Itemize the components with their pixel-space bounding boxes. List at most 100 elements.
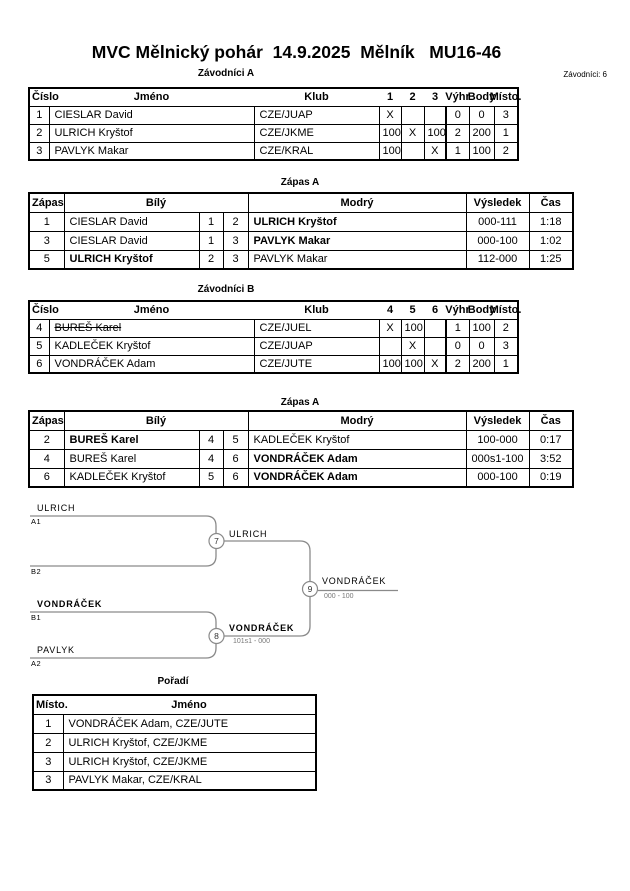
cell-blue-no: 6	[222, 448, 249, 469]
cell-number: 5	[28, 336, 50, 356]
section-title-standings: Pořadí	[157, 676, 189, 687]
cell-place: 1	[493, 354, 519, 374]
header-row: Zápas Bílý Modrý Výsledek Čas	[28, 410, 574, 431]
elimination-bracket: 7 8 9	[30, 515, 398, 659]
col-header-club: Klub	[304, 304, 329, 317]
bracket-line-winner8	[224, 597, 311, 637]
cell-wins: 1	[445, 141, 470, 161]
cell-number: 2	[28, 123, 50, 143]
cell-vs2	[400, 105, 425, 125]
cell-match-no: 1	[28, 211, 65, 232]
cell-result: 100-000	[465, 429, 530, 450]
cell-club: CZE/JKME	[253, 123, 380, 143]
cell-vs1: 100	[378, 123, 402, 143]
header-row: Místo. Jméno	[33, 695, 316, 714]
table-row: 6 KADLEČEK Kryštof 5 6 VONDRÁČEK Adam 00…	[28, 467, 574, 488]
cell-match-no: 6	[28, 467, 65, 488]
cell-blue-name: VONDRÁČEK Adam	[247, 467, 467, 488]
col-header-vs4: 4	[386, 304, 394, 317]
cell-vs6	[423, 336, 447, 356]
cell-time: 1:02	[528, 230, 574, 251]
table-row: 2 BUREŠ Karel 4 5 KADLEČEK Kryštof 100-0…	[28, 429, 574, 450]
header-row: Zápas Bílý Modrý Výsledek Čas	[28, 192, 574, 213]
col-header-result: Výsledek	[465, 410, 530, 431]
col-header-vs6: 6	[431, 304, 439, 317]
bracket-seed-b1-code: B1	[31, 613, 42, 622]
bracket-score-9: 000 - 100	[324, 593, 354, 600]
col-header-time: Čas	[528, 192, 574, 213]
cell-vs3	[423, 105, 447, 125]
cell-result: 000-100	[465, 230, 530, 251]
bracket-winner-8: VONDRÁČEK	[229, 623, 295, 633]
col-header-match: Zápas	[28, 192, 65, 213]
table-group-a: Číslo Jméno Klub 1 2 3 Výhr Body Místo. …	[28, 87, 521, 161]
bracket-winner-9: VONDRÁČEK	[322, 576, 387, 586]
cell-blue-no: 5	[222, 429, 249, 450]
cell-vs3: 100	[423, 123, 447, 143]
cell-name: PAVLYK Makar, CZE/KRAL	[62, 770, 317, 791]
cell-blue-no: 3	[222, 230, 249, 251]
cell-white-name: BUREŠ Karel	[63, 429, 200, 450]
cell-place: 1	[32, 713, 64, 734]
table-row: 4 BUREŠ Karel CZE/JUEL X 100 1 100 2	[28, 318, 519, 338]
col-header-white: Bílý	[63, 192, 249, 213]
match-circle-8	[208, 627, 225, 645]
table-row: 3 CIESLAR David 1 3 PAVLYK Makar 000-100…	[28, 230, 574, 251]
cell-white-name: BUREŠ Karel	[63, 448, 200, 469]
cell-white-no: 2	[198, 249, 224, 270]
col-header-place: Místo.	[36, 698, 68, 711]
cell-vs1: X	[378, 105, 402, 125]
cell-number: 6	[28, 354, 50, 374]
section-title-group-b: Závodníci B	[197, 284, 255, 295]
col-header-vs2: 2	[409, 91, 416, 104]
cell-blue-no: 2	[222, 211, 249, 232]
cell-place: 2	[493, 141, 519, 161]
table-row: 3 PAVLYK Makar, CZE/KRAL	[32, 770, 317, 791]
col-header-points: Body	[467, 91, 496, 104]
match-number-9: 9	[308, 584, 313, 594]
cell-blue-no: 6	[222, 467, 249, 488]
cell-result: 112-000	[465, 249, 530, 270]
col-header-wins: Výhr	[445, 304, 470, 317]
cell-white-no: 5	[198, 467, 224, 488]
bracket-seed-a1-code: A1	[31, 517, 42, 526]
col-header-vs5: 5	[409, 304, 416, 317]
table-row: 1 CIESLAR David 1 2 ULRICH Kryštof 000-1…	[28, 211, 574, 232]
col-header-number: Číslo	[32, 91, 59, 104]
cell-name: ULRICH Kryštof, CZE/JKME	[62, 732, 317, 753]
col-header-name: Jméno	[133, 304, 170, 317]
cell-vs2: X	[400, 123, 425, 143]
cell-points: 0	[468, 336, 495, 356]
col-header-vs3: 3	[431, 91, 439, 104]
cell-points: 100	[468, 318, 495, 338]
cell-place: 3	[493, 336, 519, 356]
cell-white-name: CIESLAR David	[63, 211, 200, 232]
cell-white-name: KADLEČEK Kryštof	[63, 467, 200, 488]
cell-white-no: 1	[198, 230, 224, 251]
cell-name: KADLEČEK Kryštof	[48, 336, 255, 356]
cell-result: 000s1-100	[465, 448, 530, 469]
bracket-line-b2	[30, 549, 217, 567]
cell-place: 3	[493, 105, 519, 125]
cell-name: CIESLAR David	[48, 105, 255, 125]
cell-vs4: X	[378, 318, 402, 338]
cell-blue-name: VONDRÁČEK Adam	[247, 448, 467, 469]
col-header-blue: Modrý	[247, 410, 467, 431]
cell-white-no: 4	[198, 429, 224, 450]
cell-place: 3	[32, 770, 64, 791]
header-row: Číslo Jméno Klub 1 2 3 Výhr Body Místo.	[29, 88, 521, 106]
cell-club: CZE/KRAL	[253, 141, 380, 161]
col-header-wins: Výhr	[445, 91, 470, 104]
section-title-match-a: Zápas A	[280, 177, 320, 188]
cell-points: 200	[468, 354, 495, 374]
cell-club: CZE/JUTE	[253, 354, 380, 374]
cell-white-name: CIESLAR David	[63, 230, 200, 251]
cell-number: 4	[28, 318, 50, 338]
section-title-group-a: Závodníci A	[197, 68, 255, 79]
cell-result: 000-111	[465, 211, 530, 232]
cell-place: 3	[32, 751, 64, 772]
col-header-vs1: 1	[386, 91, 394, 104]
cell-vs2	[400, 141, 425, 161]
col-header-number: Číslo	[32, 304, 59, 317]
